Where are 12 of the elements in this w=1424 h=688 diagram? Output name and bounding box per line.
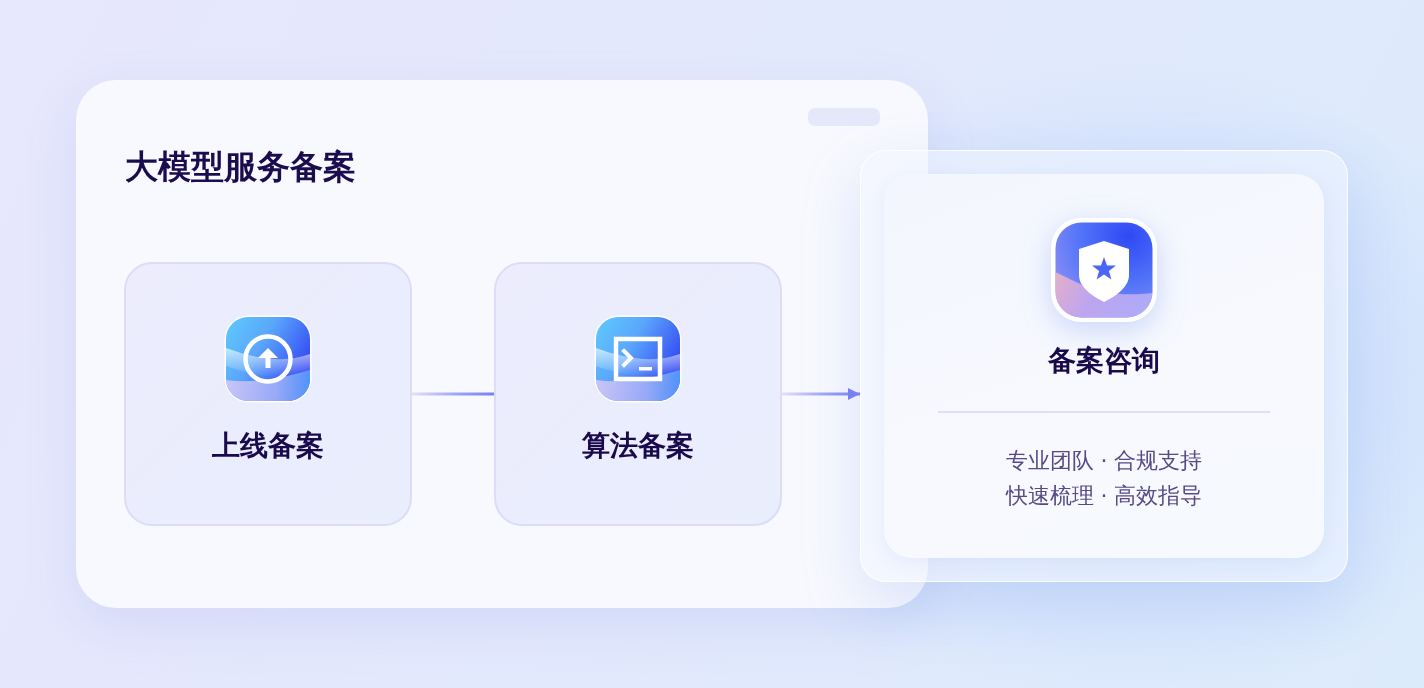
step-label: 算法备案 <box>582 428 694 464</box>
glass-frame <box>860 150 1348 582</box>
feature-text: 专业团队 · 合规支持 <box>1005 447 1203 475</box>
connector-line <box>412 392 494 396</box>
step-card <box>124 262 412 526</box>
step-card <box>494 262 782 526</box>
feature-text: 快速梳理 · 高效指导 <box>1005 482 1203 510</box>
arrow <box>782 388 860 400</box>
step-label: 上线备案 <box>212 428 324 464</box>
panel-title: 大模型服务备案 <box>125 146 356 188</box>
panel-card <box>76 80 928 608</box>
card-title: 备案咨询 <box>1048 343 1160 379</box>
